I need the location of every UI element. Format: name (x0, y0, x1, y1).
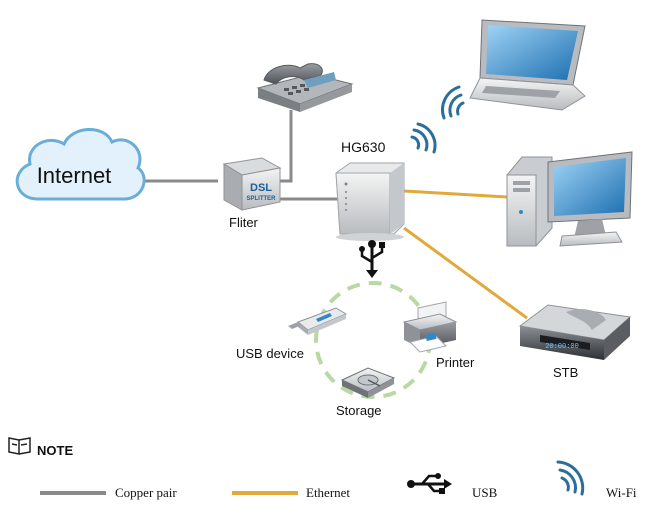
printer-label: Printer (436, 355, 475, 370)
router-hg630 (335, 162, 405, 241)
usb-icon (359, 240, 385, 278)
internet-label: Internet (37, 163, 112, 188)
router-wifi-icon (410, 122, 437, 154)
dsl-splitter: DSL SPLITTER (222, 157, 282, 211)
router-label: HG630 (341, 139, 386, 155)
stb-label: STB (553, 365, 578, 380)
storage-label: Storage (336, 403, 382, 418)
legend-wifi-label: Wi-Fi (606, 485, 637, 500)
legend-usb-icon (407, 473, 452, 494)
stb-icon: 20:00:00 (518, 304, 632, 360)
usb-stick-icon (288, 307, 348, 335)
legend-wifi-icon (556, 460, 585, 496)
telephone-icon (256, 63, 354, 112)
legend-ethernet-label: Ethernet (306, 485, 350, 500)
desktop-pc-icon (506, 151, 633, 247)
stb-display: 20:00:00 (545, 343, 579, 351)
copper-line-filter-phone (276, 110, 293, 183)
laptop-icon (469, 19, 586, 111)
usb-device-label: USB device (236, 346, 304, 361)
splitter-text-top: DSL (250, 182, 272, 194)
storage-icon (340, 367, 396, 398)
ethernet-line-router-stb (403, 226, 528, 320)
filter-label: Fliter (229, 215, 259, 230)
ethernet-line-router-pc (403, 189, 508, 199)
laptop-wifi-icon (441, 85, 465, 120)
splitter-text-bottom: SPLITTER (246, 196, 276, 202)
note-book-icon (8, 437, 31, 455)
note-heading: NOTE (37, 443, 73, 458)
legend-copper-label: Copper pair (115, 485, 177, 500)
printer-icon (402, 301, 458, 353)
internet-cloud: Internet (15, 128, 146, 201)
legend-usb-label: USB (472, 485, 498, 500)
